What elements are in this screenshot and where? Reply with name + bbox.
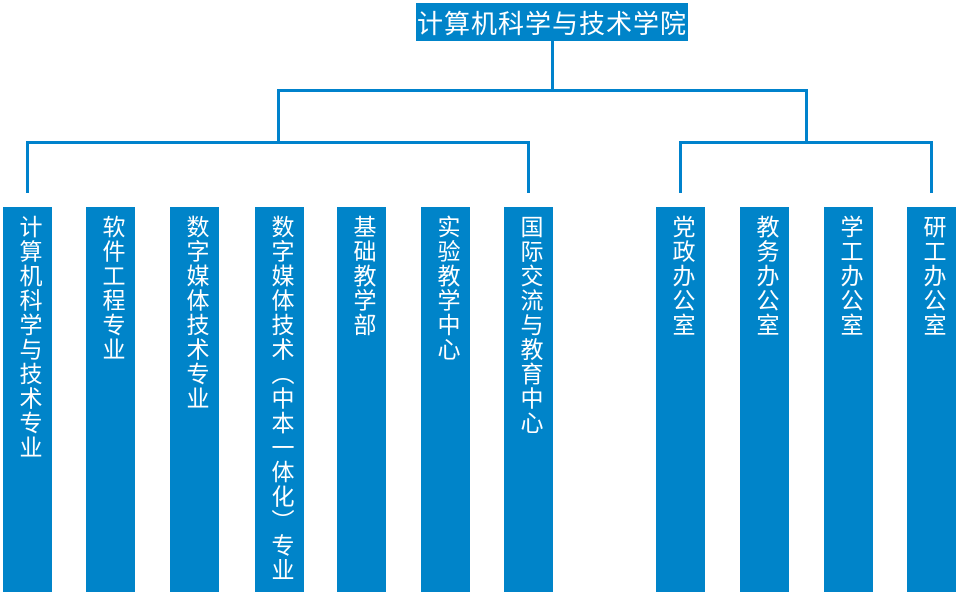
org-node-label: 国际交流与教育中心 [516,215,542,436]
org-node-graduate-affairs-office: 研工办公室 [907,207,956,592]
org-node-label: 学工办公室 [836,215,862,338]
org-node-label: 数字媒体技术（中本一体化）专业 [267,215,293,583]
org-node-party-admin-office: 党政办公室 [656,207,705,592]
org-node-academic-affairs-office: 教务办公室 [740,207,789,592]
connector-right-branch-vertical [804,89,808,144]
org-node-computer-science-major: 计算机科学与技术专业 [3,207,52,592]
org-root-label: 计算机科学与技术学院 [416,9,687,40]
connector-root-vertical [550,41,554,91]
org-node-label: 研工办公室 [919,215,945,338]
connector-main-horizontal [276,89,808,92]
connector-right-stub-first [679,141,682,193]
connector-left-stub-last [527,141,530,193]
org-node-label: 计算机科学与技术专业 [15,215,41,460]
connector-left-branch-horizontal [26,141,530,144]
org-node-student-affairs-office: 学工办公室 [824,207,873,592]
connector-left-branch-vertical [276,89,280,144]
org-node-basic-teaching-dept: 基础教学部 [337,207,386,592]
org-root-node: 计算机科学与技术学院 [416,3,688,41]
org-node-digital-media-major: 数字媒体技术专业 [170,207,219,592]
connector-right-branch-horizontal [679,141,933,144]
org-node-label: 数字媒体技术专业 [182,215,208,411]
connector-right-stub-last [930,141,933,193]
org-node-experiment-teaching-center: 实验教学中心 [421,207,470,592]
org-node-label: 教务办公室 [752,215,778,338]
org-node-intl-exchange-education-center: 国际交流与教育中心 [504,207,553,592]
org-node-label: 党政办公室 [668,215,694,338]
org-node-software-engineering-major: 软件工程专业 [86,207,135,592]
org-node-label: 软件工程专业 [98,215,124,362]
connector-left-stub-first [26,141,29,193]
org-node-label: 实验教学中心 [433,215,459,362]
org-node-digital-media-integrated-major: 数字媒体技术（中本一体化）专业 [255,207,304,592]
org-node-label: 基础教学部 [349,215,375,338]
